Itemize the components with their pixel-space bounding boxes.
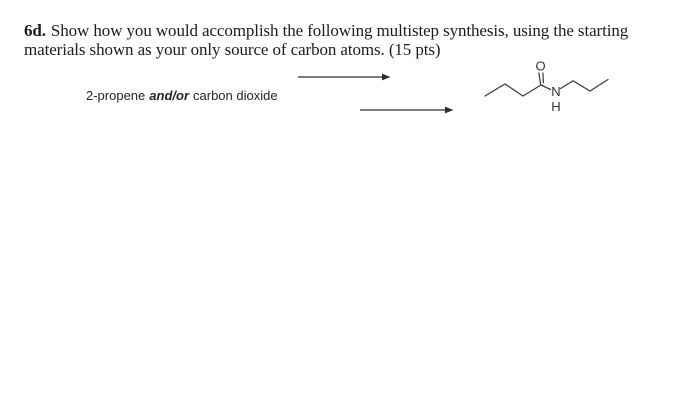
question-text-line1: Show how you would accomplish the follow… xyxy=(50,21,629,40)
question-text-line2: materials shown as your only source of c… xyxy=(24,40,441,59)
propyl-chain-right-bonds xyxy=(559,78,609,92)
reaction-arrow-2-head xyxy=(445,106,454,114)
starting-material-conjunction: and/or xyxy=(149,88,190,103)
question-number: 6d. xyxy=(24,21,46,40)
reaction-arrow-2 xyxy=(360,106,454,114)
starting-material-suffix: carbon dioxide xyxy=(193,88,278,103)
question-prompt: 6d.Show how you would accomplish the fol… xyxy=(24,21,684,59)
starting-material-prefix: 2-propene xyxy=(86,88,146,103)
reaction-arrow-1-head xyxy=(382,73,391,81)
question-line-2: materials shown as your only source of c… xyxy=(24,40,684,59)
reaction-arrow-1 xyxy=(298,73,391,81)
carbonyl-double-bond-line1 xyxy=(538,72,542,85)
propyl-chain-left-bonds xyxy=(484,83,542,97)
oxygen-atom-label: O xyxy=(535,59,545,74)
carbonyl-double-bond-line2 xyxy=(542,72,545,84)
hydrogen-atom-label: H xyxy=(551,99,560,114)
product-structure: O N H xyxy=(484,59,609,114)
nitrogen-atom-label: N xyxy=(551,84,560,99)
carbonyl-nitrogen-bond xyxy=(540,84,552,91)
question-line-1: 6d.Show how you would accomplish the fol… xyxy=(24,21,684,40)
